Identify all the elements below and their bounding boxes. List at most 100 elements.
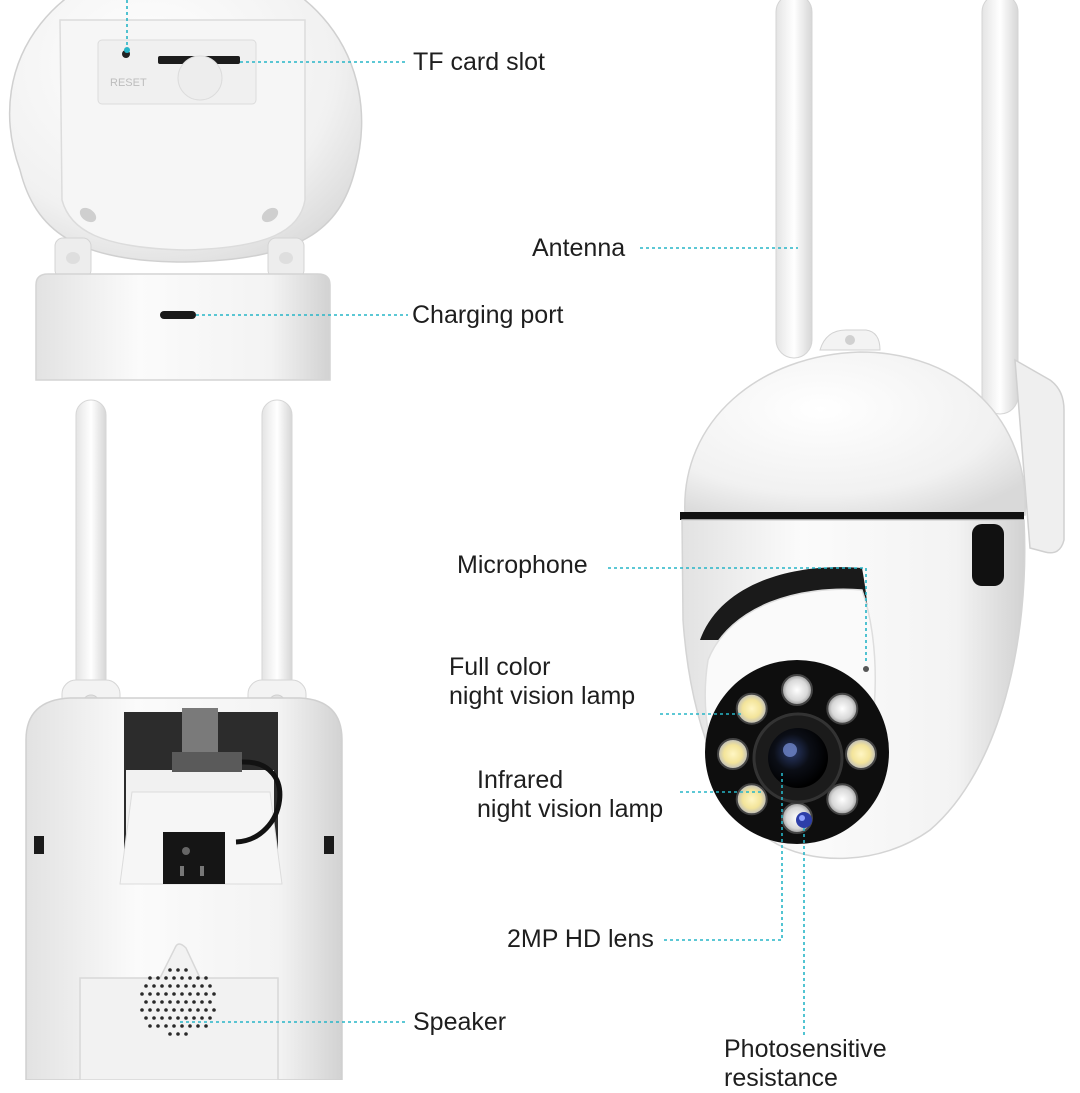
speaker-hole xyxy=(176,984,180,988)
speaker-hole xyxy=(176,1032,180,1036)
speaker-hole xyxy=(168,1016,172,1020)
label-full-color-lamp-line2: night vision lamp xyxy=(449,682,636,710)
speaker-hole xyxy=(212,992,216,996)
speaker-hole xyxy=(192,1016,196,1020)
speaker-hole xyxy=(184,984,188,988)
speaker-hole xyxy=(208,1016,212,1020)
speaker-hole xyxy=(188,1024,192,1028)
speaker-hole xyxy=(168,984,172,988)
full-color-led xyxy=(845,738,877,770)
speaker-grille xyxy=(140,968,216,1036)
speaker-hole xyxy=(156,992,160,996)
speaker-hole xyxy=(208,984,212,988)
speaker-hole xyxy=(184,1032,188,1036)
label-charging-port: Charging port xyxy=(412,301,564,329)
speaker-hole xyxy=(196,1008,200,1012)
speaker-hole xyxy=(148,992,152,996)
speaker-hole xyxy=(188,1008,192,1012)
speaker-hole xyxy=(164,1008,168,1012)
speaker-hole xyxy=(152,1016,156,1020)
speaker-hole xyxy=(164,992,168,996)
speaker-hole xyxy=(140,1008,144,1012)
speaker-hole xyxy=(176,1016,180,1020)
speaker-hole xyxy=(172,1008,176,1012)
full-color-led xyxy=(735,783,768,816)
speaker-hole xyxy=(200,984,204,988)
speaker-hole xyxy=(144,984,148,988)
speaker-hole xyxy=(176,968,180,972)
speaker-hole xyxy=(180,992,184,996)
leader-lines xyxy=(124,0,867,1036)
speaker-hole xyxy=(152,984,156,988)
label-antenna: Antenna xyxy=(532,234,626,262)
label-speaker: Speaker xyxy=(413,1008,507,1036)
speaker-hole xyxy=(184,1000,188,1004)
speaker-hole xyxy=(196,976,200,980)
speaker-hole xyxy=(212,1008,216,1012)
full-color-led xyxy=(717,738,749,770)
label-infrared-lamp-line1: Infrared xyxy=(477,766,564,794)
speaker-hole xyxy=(204,1024,208,1028)
camera-underside-view xyxy=(25,399,343,1080)
speaker-hole xyxy=(184,968,188,972)
speaker-hole xyxy=(204,1008,208,1012)
speaker-hole xyxy=(180,1024,184,1028)
speaker-hole xyxy=(168,1000,172,1004)
label-photosensitive-line1: Photosensitive xyxy=(724,1035,887,1063)
speaker-hole xyxy=(144,1000,148,1004)
speaker-hole xyxy=(172,1024,176,1028)
speaker-hole xyxy=(160,1016,164,1020)
speaker-hole xyxy=(168,968,172,972)
speaker-hole xyxy=(192,984,196,988)
speaker-hole xyxy=(180,1008,184,1012)
speaker-hole xyxy=(188,976,192,980)
speaker-hole xyxy=(148,976,152,980)
label-infrared-lamp-line2: night vision lamp xyxy=(477,795,664,823)
speaker-hole xyxy=(196,992,200,996)
speaker-hole xyxy=(148,1008,152,1012)
speaker-hole xyxy=(180,976,184,980)
speaker-hole xyxy=(140,992,144,996)
speaker-hole xyxy=(188,992,192,996)
speaker-hole xyxy=(144,1016,148,1020)
leader-microphone xyxy=(608,567,867,664)
label-infrared-lamp: Infrared night vision lamp xyxy=(477,766,663,824)
speaker-hole xyxy=(184,1016,188,1020)
label-full-color-lamp: Full color night vision lamp xyxy=(449,653,635,711)
speaker-hole xyxy=(156,1008,160,1012)
speaker-hole xyxy=(176,1000,180,1004)
speaker-hole xyxy=(208,1000,212,1004)
label-tf-card-slot: TF card slot xyxy=(413,48,545,76)
speaker-hole xyxy=(172,976,176,980)
infrared-led xyxy=(826,692,859,725)
label-microphone: Microphone xyxy=(457,551,588,579)
speaker-hole xyxy=(200,1016,204,1020)
speaker-hole xyxy=(164,976,168,980)
speaker-hole xyxy=(148,1024,152,1028)
speaker-hole xyxy=(204,992,208,996)
speaker-hole xyxy=(156,976,160,980)
full-color-led xyxy=(735,692,768,725)
speaker-hole xyxy=(152,1000,156,1004)
hd-lens xyxy=(768,728,828,788)
speaker-hole xyxy=(172,992,176,996)
infrared-led xyxy=(781,674,813,706)
infrared-led xyxy=(826,783,859,816)
label-photosensitive: Photosensitive resistance xyxy=(724,1035,887,1093)
speaker-hole xyxy=(160,1000,164,1004)
speaker-hole xyxy=(156,1024,160,1028)
microphone-hole xyxy=(863,666,869,672)
reset-engraving: RESET xyxy=(110,77,147,89)
camera-front-view xyxy=(680,0,1065,860)
charging-port xyxy=(160,311,196,319)
speaker-hole xyxy=(204,976,208,980)
speaker-hole xyxy=(160,984,164,988)
camera-back-view: RESET xyxy=(9,0,363,381)
label-full-color-lamp-line1: Full color xyxy=(449,653,551,681)
speaker-hole xyxy=(196,1024,200,1028)
speaker-hole xyxy=(164,1024,168,1028)
speaker-hole xyxy=(168,1032,172,1036)
speaker-hole xyxy=(200,1000,204,1004)
label-lens: 2MP HD lens xyxy=(507,925,654,953)
